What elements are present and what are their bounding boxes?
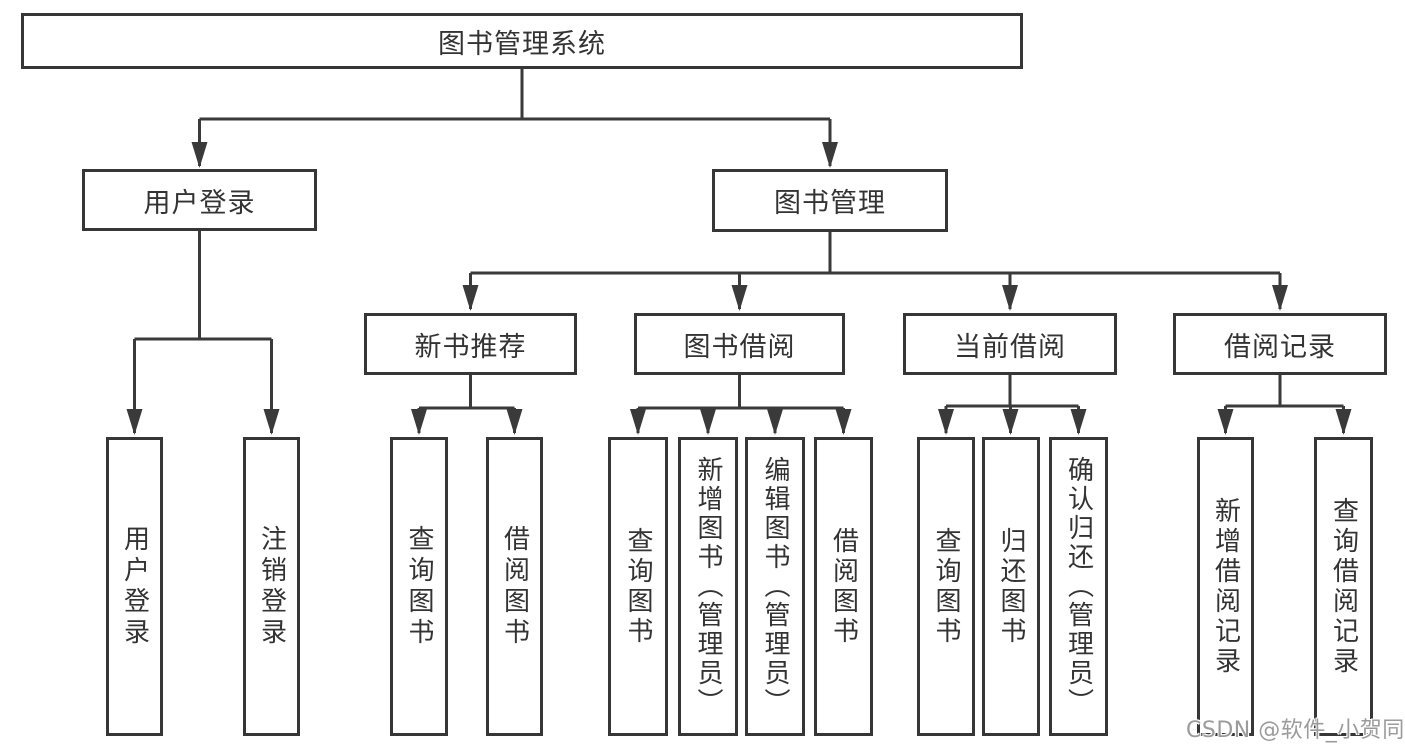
node-new-book-recommendation: 新书推荐 <box>364 313 577 375</box>
node-query-books-current: 查询图书 <box>917 437 975 736</box>
node-borrow-books-recommend: 借阅图书 <box>486 437 543 736</box>
node-book-borrowing: 图书借阅 <box>634 313 845 375</box>
node-edit-books-admin: 编辑图书（管理员） <box>745 437 805 736</box>
node-borrow-books-leaf: 借阅图书 <box>814 437 873 736</box>
node-query-borrow-record: 查询借阅记录 <box>1314 437 1373 736</box>
node-query-books-borrow: 查询图书 <box>608 437 668 736</box>
watermark-text: CSDN @软件_小贺同学 <box>1186 718 1405 743</box>
node-query-books-recommend: 查询图书 <box>390 437 448 736</box>
node-logout-leaf: 注销登录 <box>243 437 300 736</box>
node-user-login-leaf: 用户登录 <box>106 437 163 736</box>
node-current-borrowing: 当前借阅 <box>903 313 1117 375</box>
node-library-system: 图书管理系统 <box>21 13 1023 69</box>
node-borrowing-records: 借阅记录 <box>1173 313 1387 375</box>
node-add-books-admin: 新增图书（管理员） <box>678 437 738 736</box>
node-confirm-return-admin: 确认归还（管理员） <box>1049 437 1108 736</box>
node-add-borrow-record: 新增借阅记录 <box>1197 437 1254 736</box>
node-user-login: 用户登录 <box>82 169 317 231</box>
node-book-management: 图书管理 <box>712 169 948 232</box>
node-return-books: 归还图书 <box>982 437 1040 736</box>
